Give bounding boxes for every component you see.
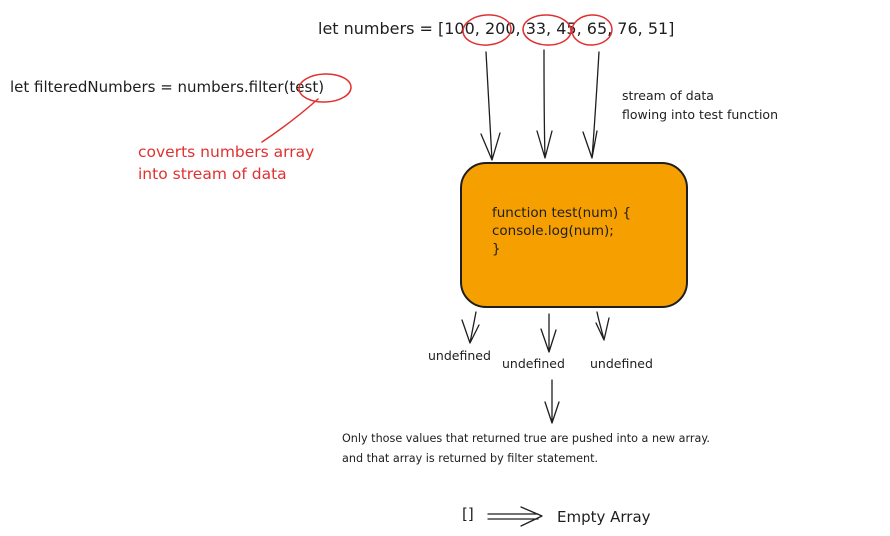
declaration-prefix: let numbers = [	[318, 19, 445, 38]
filter-method: filter	[248, 78, 284, 96]
arrow-33	[582, 51, 600, 159]
highlight-circle-100	[462, 14, 512, 46]
value-200: 200,	[484, 19, 521, 38]
stream-note-line-1: stream of data	[622, 88, 714, 103]
value-33: 33,	[525, 19, 552, 38]
numbers-declaration: let numbers = [100, 200, 33, 45, 65, 76,…	[318, 20, 674, 38]
double-arrow-result	[487, 506, 543, 527]
output-undefined-1: undefined	[428, 348, 491, 363]
highlight-circle-33	[571, 14, 613, 46]
highlight-circle-filter	[298, 73, 352, 103]
result-empty-brackets: []	[462, 505, 474, 523]
declaration-rest: 45, 65, 76, 51]	[551, 19, 675, 38]
arrow-out-2	[540, 313, 557, 353]
result-note-line-2: and that array is returned by filter sta…	[342, 452, 599, 465]
function-line-2: console.log(num);	[492, 223, 614, 239]
arrow-200	[536, 49, 553, 159]
filter-line-before: let filteredNumbers = numbers.	[10, 78, 249, 96]
test-function-box: function test(num) { console.log(num); }	[460, 162, 688, 308]
value-100: 100,	[444, 19, 480, 38]
red-annotation-line-1: coverts numbers array	[138, 143, 315, 161]
arrow-to-result	[544, 379, 560, 424]
result-note-line-1: Only those values that returned true are…	[342, 432, 710, 445]
arrow-out-3	[595, 311, 610, 341]
highlight-circle-200	[522, 14, 572, 46]
red-annotation-line-2: into stream of data	[138, 165, 287, 183]
filter-line: let filteredNumbers = numbers.filter(tes…	[10, 78, 324, 96]
output-undefined-3: undefined	[590, 356, 653, 371]
stream-note-line-2: flowing into test function	[622, 107, 779, 122]
function-line-3: }	[492, 241, 501, 257]
output-undefined-2: undefined	[502, 356, 565, 371]
function-line-1: function test(num) {	[492, 205, 632, 221]
filter-line-after: (test)	[283, 78, 325, 96]
red-pointer-line	[261, 98, 319, 143]
arrow-100	[480, 51, 501, 161]
arrow-out-1	[461, 311, 480, 344]
result-label: Empty Array	[557, 508, 651, 526]
